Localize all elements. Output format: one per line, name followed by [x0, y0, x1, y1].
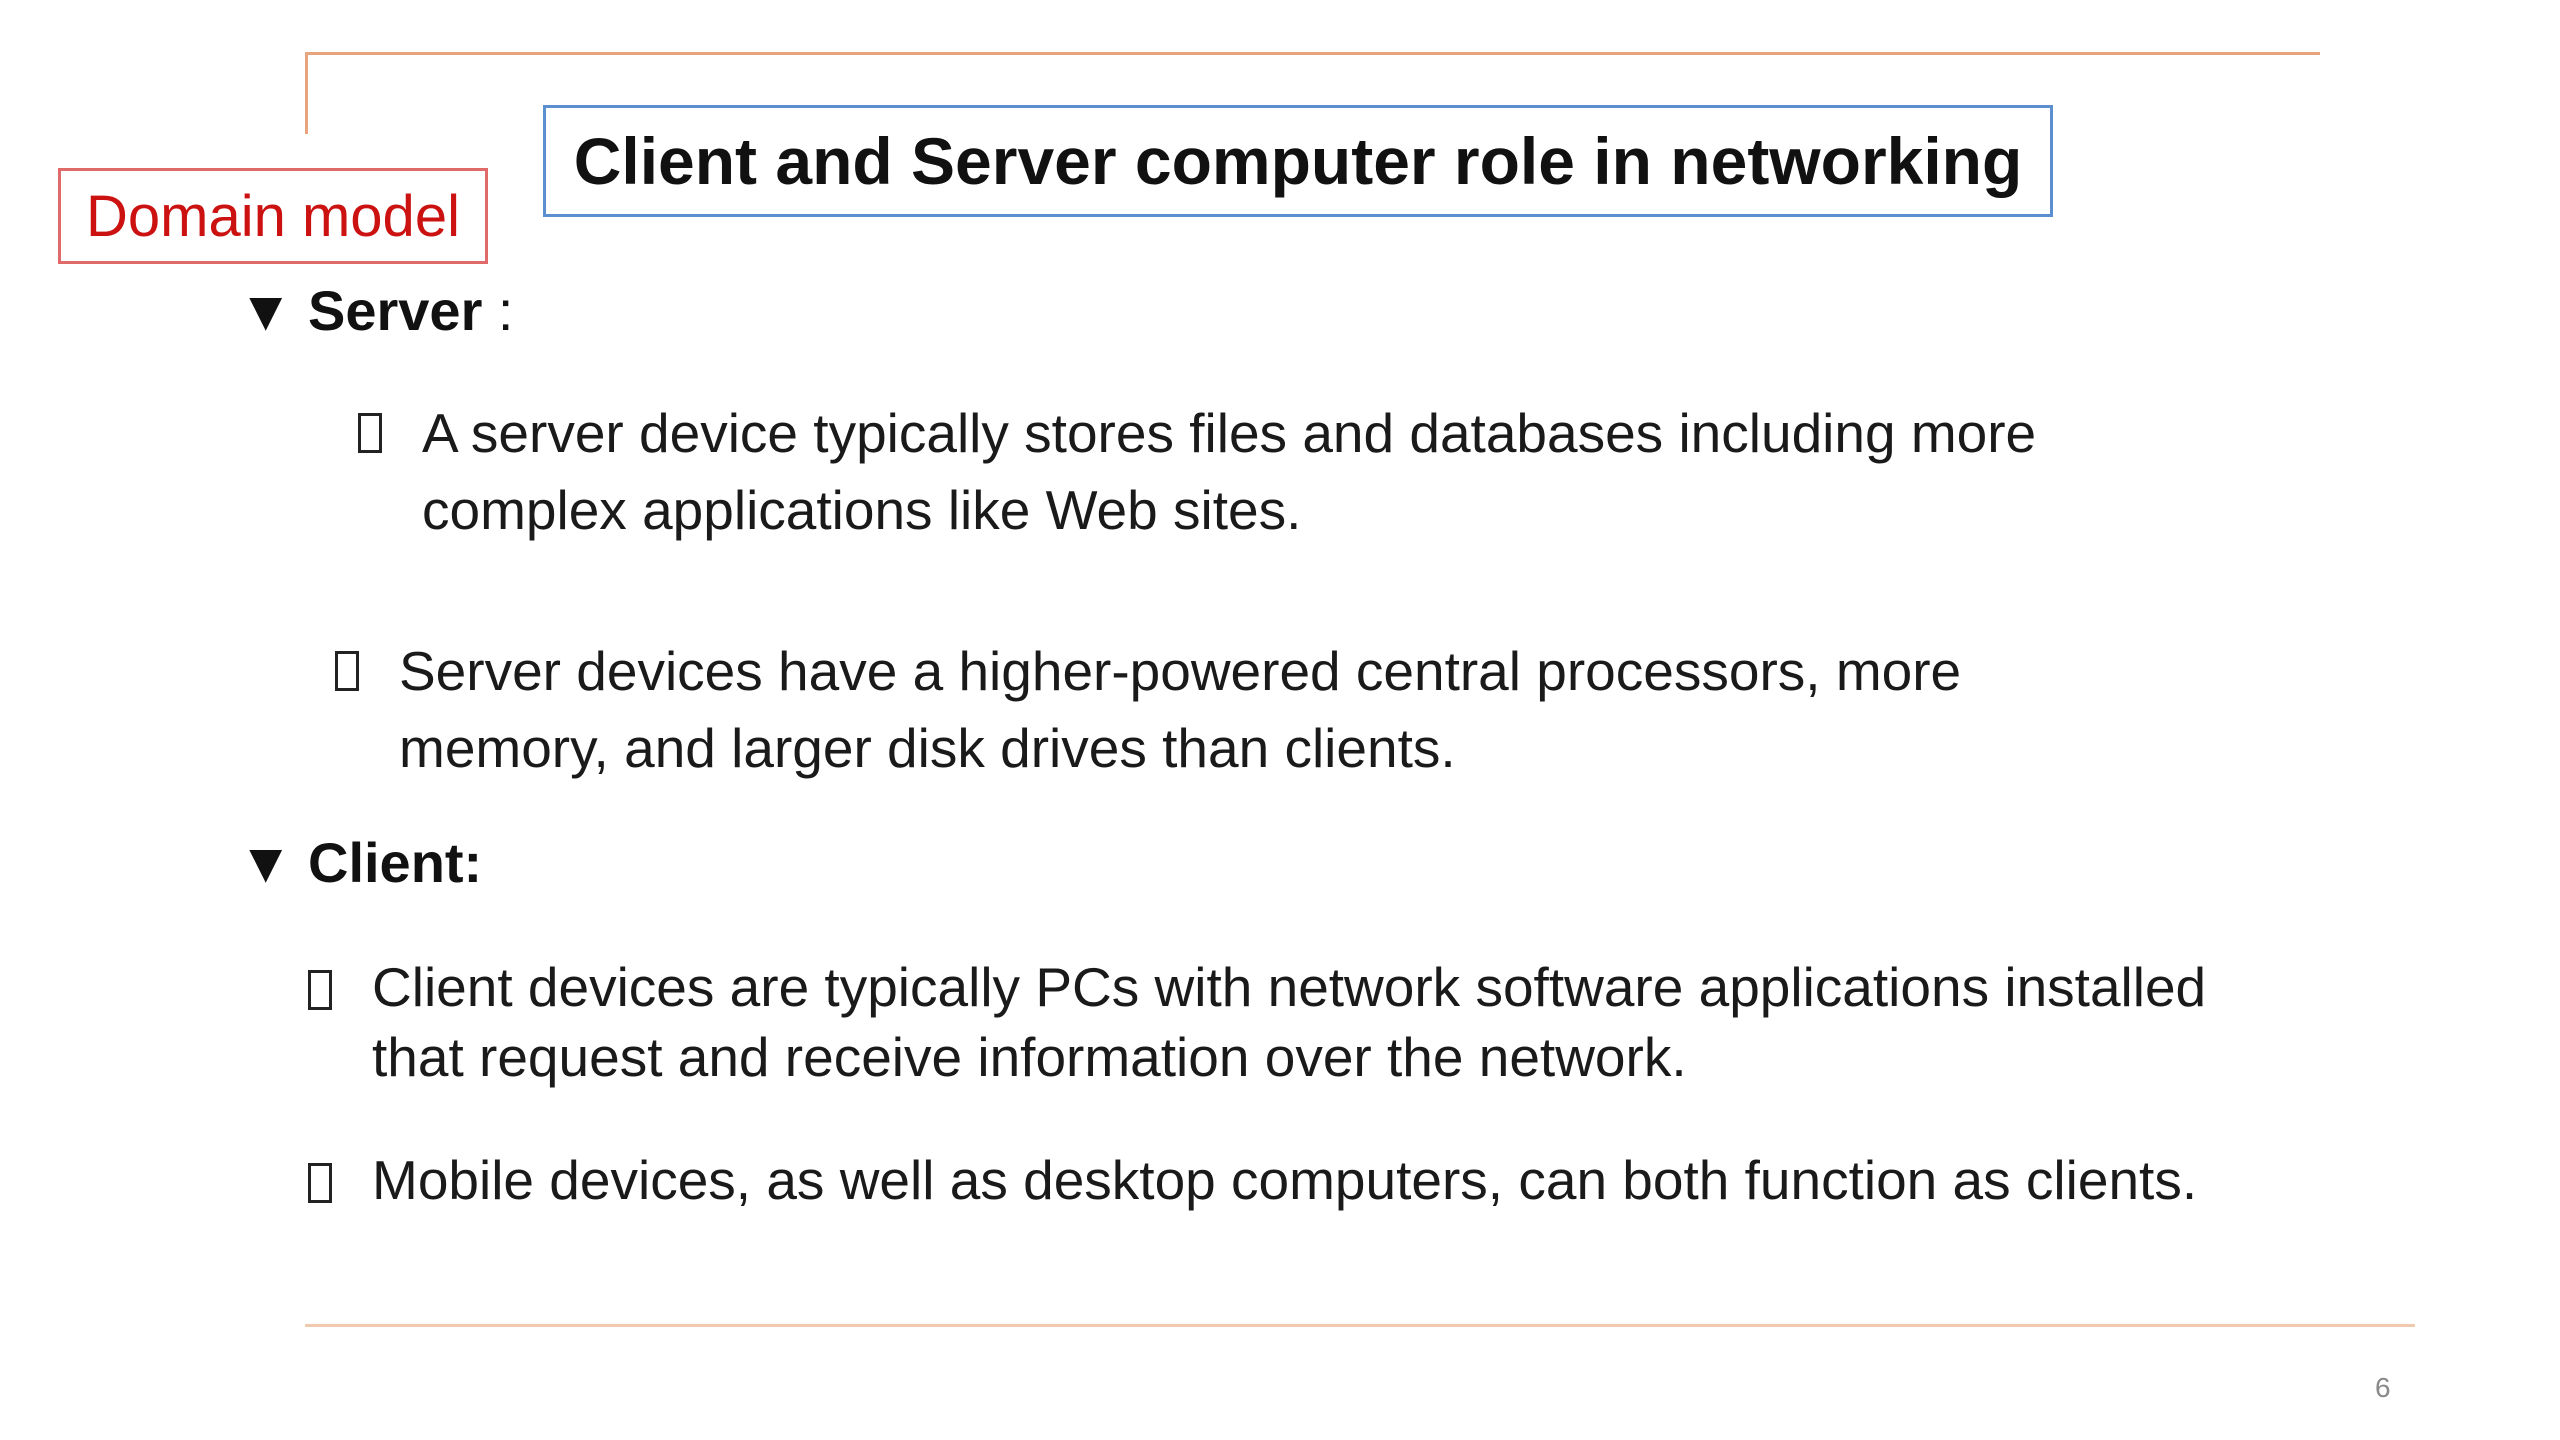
list-item-text: Client devices are typically PCs with ne… [372, 956, 2207, 1088]
square-bullet-icon [335, 651, 359, 691]
section-heading-client: ▼ Client: [238, 830, 482, 895]
domain-model-tag: Domain model [58, 168, 488, 264]
square-bullet-icon [308, 1163, 332, 1203]
top-rule-corner [305, 52, 308, 134]
list-item: Mobile devices, as well as desktop compu… [308, 1145, 2228, 1215]
top-rule [305, 52, 2320, 55]
square-bullet-icon [308, 970, 332, 1010]
section-heading-suffix: : [482, 279, 514, 342]
square-bullet-icon [358, 413, 382, 453]
section-heading-label: Server [308, 279, 483, 342]
list-item-text: Mobile devices, as well as desktop compu… [372, 1149, 2198, 1211]
triangle-down-icon: ▼ [238, 279, 294, 342]
section-heading-label: Client: [308, 831, 483, 894]
slide-title-box: Client and Server computer role in netwo… [543, 105, 2053, 217]
domain-model-label: Domain model [86, 183, 460, 249]
triangle-down-icon: ▼ [238, 831, 294, 894]
list-item-text: A server device typically stores files a… [422, 402, 2037, 541]
section-heading-server: ▼ Server : [238, 278, 514, 343]
slide-title: Client and Server computer role in netwo… [573, 124, 2023, 198]
list-item: A server device typically stores files a… [358, 395, 2208, 549]
list-item: Client devices are typically PCs with ne… [308, 952, 2228, 1092]
page-number: 6 [2375, 1372, 2391, 1403]
list-item: Server devices have a higher-powered cen… [335, 633, 2185, 787]
list-item-text: Server devices have a higher-powered cen… [399, 640, 1962, 779]
bottom-rule [305, 1324, 2415, 1327]
